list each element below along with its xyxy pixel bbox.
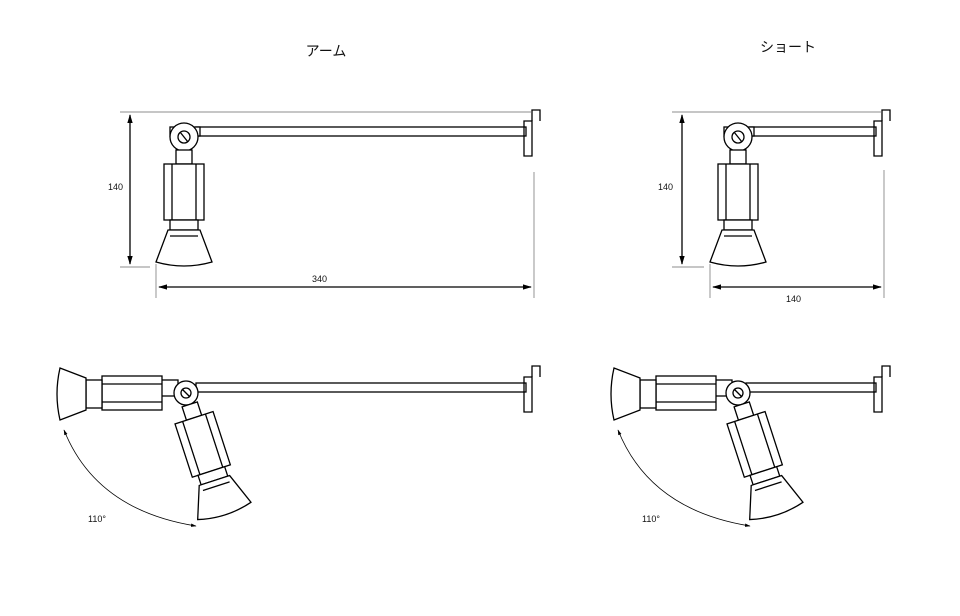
arm-length-dimension: 340 xyxy=(155,172,535,298)
arm-height-value: 140 xyxy=(108,182,123,192)
lamp-shade xyxy=(610,367,641,421)
swing-arc xyxy=(63,429,197,527)
lamp-shade-angled xyxy=(749,474,804,521)
short-bar xyxy=(749,126,877,137)
wall-bracket xyxy=(873,120,883,157)
lamp-shade-angled xyxy=(197,474,252,521)
short-front-view xyxy=(709,109,891,267)
lamp-shade xyxy=(709,229,767,267)
arm-height-dimension: 140 xyxy=(108,111,532,268)
arm-title: アーム xyxy=(306,44,347,60)
lamp-shade xyxy=(155,229,213,267)
arm-rotated-view: 110° xyxy=(56,365,541,527)
arm-front-view xyxy=(155,109,541,267)
short-bar xyxy=(745,382,877,393)
lamp-body xyxy=(717,163,759,221)
lamp-body xyxy=(655,375,717,411)
lamp-body xyxy=(163,163,205,221)
lamp-body xyxy=(101,375,163,411)
arm-angle-value: 110° xyxy=(88,514,106,524)
swing-arc xyxy=(617,429,751,527)
arm-bar xyxy=(195,382,527,393)
short-height-value: 140 xyxy=(658,182,673,192)
short-length-value: 140 xyxy=(786,294,801,304)
short-title: ショート xyxy=(760,40,816,56)
short-rotated-view: 110° xyxy=(610,365,891,527)
short-angle-value: 110° xyxy=(642,514,660,524)
wall-bracket xyxy=(523,120,533,157)
lamp-shade xyxy=(56,367,87,421)
short-height-dimension: 140 xyxy=(658,111,882,268)
arm-length-value: 340 xyxy=(312,274,327,284)
short-length-dimension: 140 xyxy=(709,170,885,304)
arm-bar xyxy=(195,126,527,137)
